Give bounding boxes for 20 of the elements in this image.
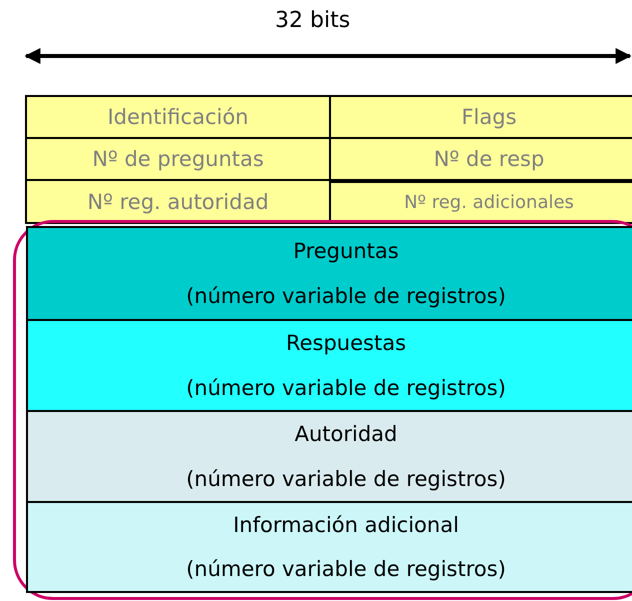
header-field: Nº de preguntas [25, 137, 331, 181]
header-field: Flags [329, 95, 632, 139]
section-note: (número variable de registros) [186, 376, 506, 400]
highlight-outline [13, 220, 632, 600]
header-field: Identificación [25, 95, 331, 139]
section-title: Autoridad [294, 422, 398, 446]
section-note: (número variable de registros) [186, 284, 506, 308]
section-note: (número variable de registros) [186, 466, 506, 491]
section-title: Respuestas [286, 331, 406, 356]
record-section [26, 226, 632, 321]
section-note: (número variable de registros) [186, 557, 506, 581]
header-field: Nº reg. autoridad [25, 179, 331, 224]
header-field: Nº reg. adicionales [329, 181, 632, 224]
record-section [26, 319, 632, 412]
section-title: Información adicional [233, 513, 459, 537]
record-section [26, 501, 632, 593]
bit-width-label: 32 bits [275, 8, 350, 33]
header-field: Nº de resp [329, 137, 632, 181]
section-title: Preguntas [293, 238, 399, 263]
record-section [26, 410, 632, 503]
